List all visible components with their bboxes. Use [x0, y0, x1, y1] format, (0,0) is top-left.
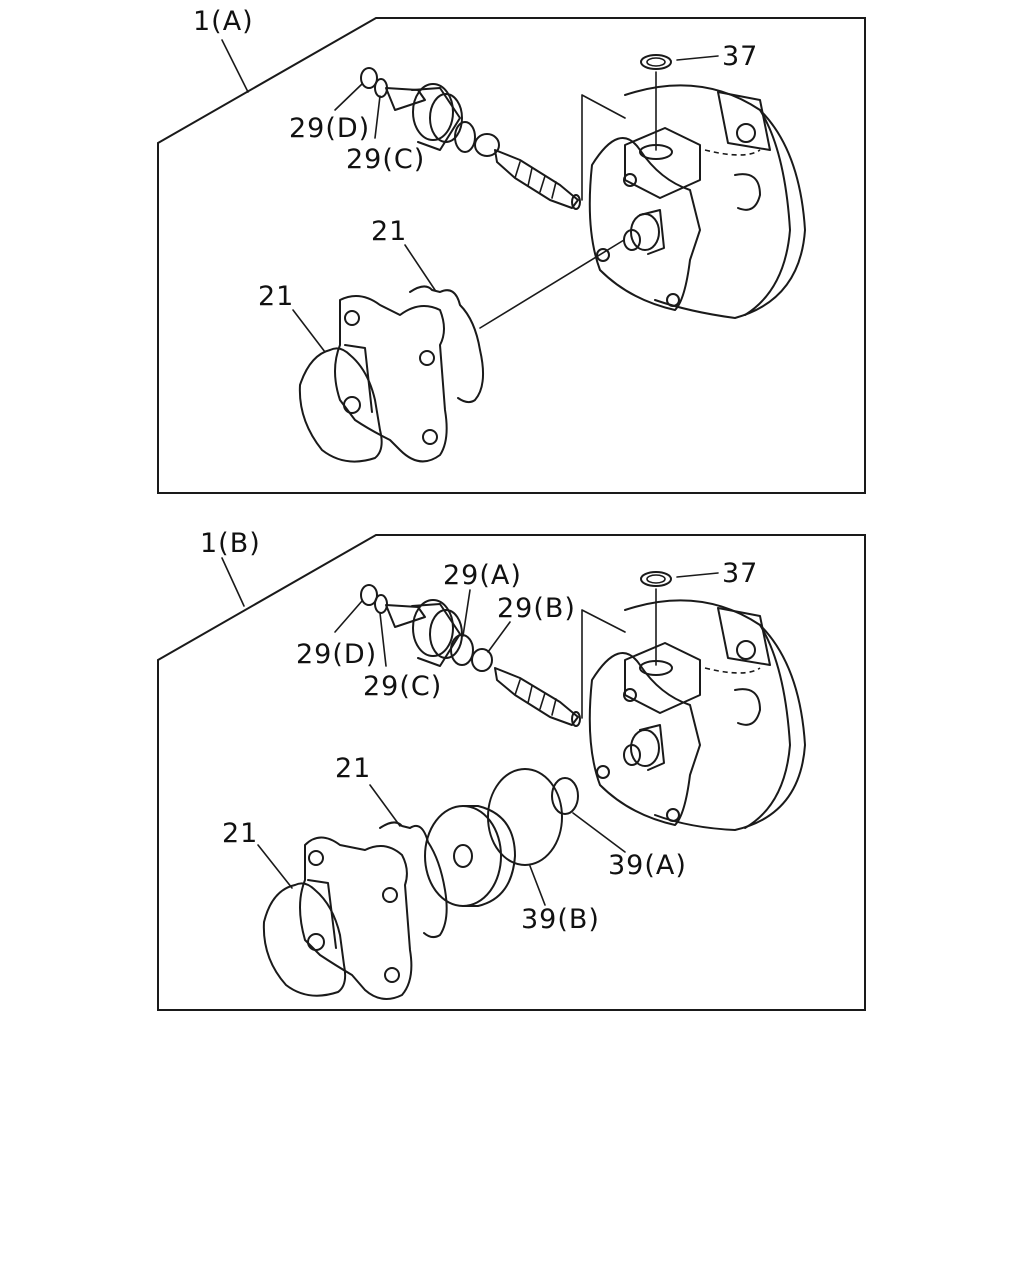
- cover-plate: [299, 836, 413, 1000]
- callout-21-upper: 21: [371, 216, 407, 247]
- o-ring-39b: [487, 768, 563, 866]
- callout-29b: 29(B): [497, 593, 576, 624]
- seal-37: [640, 54, 672, 70]
- gasket-21-inner: [262, 882, 347, 997]
- callout-21-lower: 21: [222, 818, 258, 849]
- callout-29d: 29(D): [289, 113, 370, 144]
- gasket-21-inner: [298, 347, 383, 463]
- seal-37: [640, 571, 672, 587]
- o-ring-39a: [551, 777, 579, 815]
- callout-29c: 29(C): [346, 144, 425, 175]
- callout-29d: 29(D): [296, 639, 377, 670]
- valve-spool: [385, 83, 581, 210]
- callout-39a: 39(A): [608, 850, 687, 881]
- cover-plate: [334, 295, 448, 463]
- valve-spool: [385, 599, 581, 727]
- panel-title: 1(B): [200, 528, 261, 559]
- callout-37: 37: [722, 41, 758, 72]
- panel-1a: 1(A): [157, 6, 866, 494]
- gasket-21-outer: [409, 285, 485, 404]
- panel-title: 1(A): [193, 6, 254, 37]
- o-ring-29c: [374, 78, 388, 98]
- callout-21-upper: 21: [335, 753, 371, 784]
- callout-21-lower: 21: [258, 281, 294, 312]
- o-ring-29d: [360, 67, 378, 89]
- o-ring-29b: [471, 648, 493, 672]
- callout-37: 37: [722, 558, 758, 589]
- panel-frame: [157, 534, 866, 1011]
- o-ring-29d: [360, 584, 378, 606]
- panel-frame: [157, 17, 866, 494]
- o-ring-29c: [374, 594, 388, 614]
- o-ring-29a: [450, 634, 474, 666]
- panel-1b: 1(B): [157, 528, 866, 1011]
- pump-housing: [588, 84, 806, 319]
- pump-housing: [588, 599, 806, 831]
- callout-29a: 29(A): [443, 560, 522, 591]
- rotor-disc: [424, 805, 516, 907]
- callout-39b: 39(B): [521, 904, 600, 935]
- callout-29c: 29(C): [363, 671, 442, 702]
- gasket-21-outer: [379, 821, 448, 939]
